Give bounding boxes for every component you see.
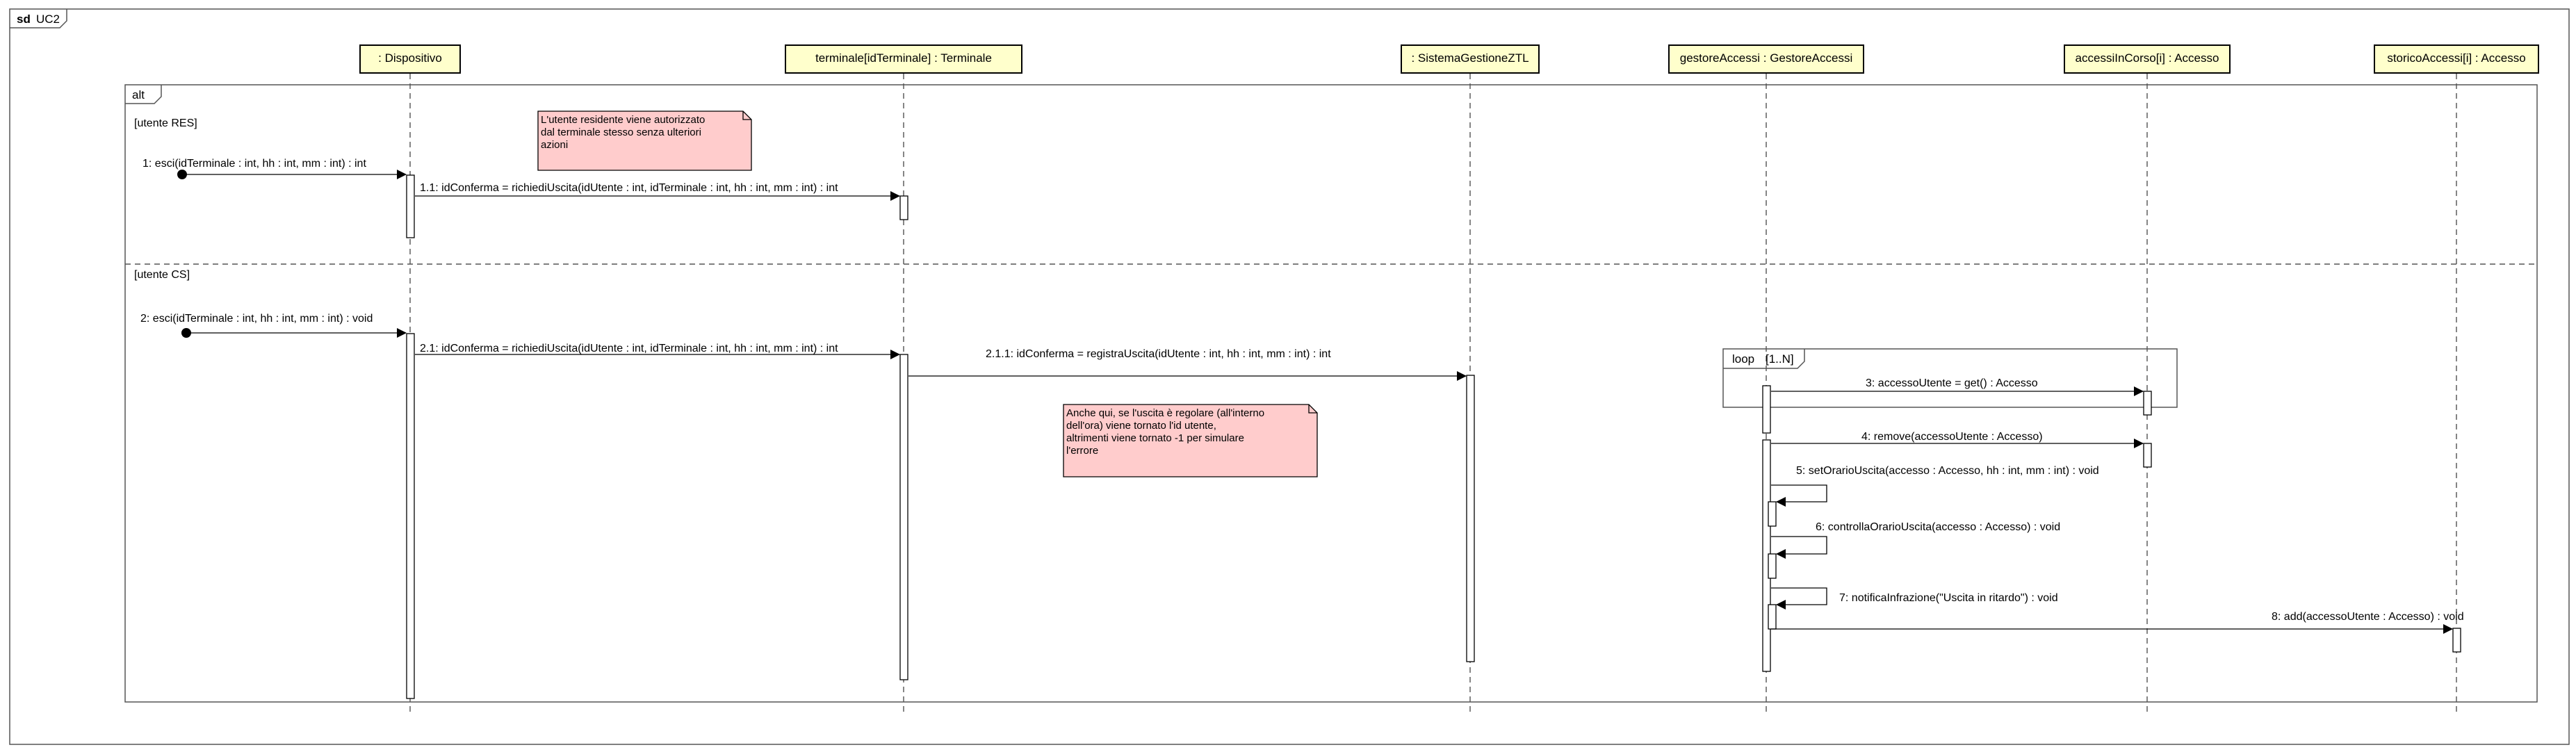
- note-uscita-line-2: dell'ora) viene tornato l'id utente,: [1066, 420, 1216, 432]
- msg-3-label: 3: accessoUtente = get() : Accesso: [1866, 377, 2038, 389]
- activation-gestore-self-5: [1768, 501, 1777, 527]
- msg-2-label: 2: esci(idTerminale : int, hh : int, mm …: [140, 313, 373, 325]
- note-uscita-line-3: altrimenti viene tornato -1 per simulare: [1066, 432, 1244, 444]
- msg-1-label: 1: esci(idTerminale : int, hh : int, mm …: [142, 158, 366, 170]
- lifeline-dispositivo-label: : Dispositivo: [378, 51, 442, 65]
- lifeline-head-storico: storicoAccessi[i] : Accesso: [2374, 44, 2539, 74]
- lifeline-storico-label: storicoAccessi[i] : Accesso: [2387, 51, 2525, 65]
- note-utente-line-3: azioni: [541, 139, 568, 151]
- lifeline-head-terminale: terminale[idTerminale] : Terminale: [785, 44, 1022, 74]
- msg-6-arrow: [1771, 536, 1827, 559]
- activation-gestore-self-6: [1768, 553, 1777, 579]
- alt-keyword: alt: [132, 88, 145, 101]
- note-uscita-line-1: Anche qui, se l'uscita è regolare (all'i…: [1066, 407, 1264, 419]
- loop-fragment: loop [1..N]: [1722, 348, 2178, 408]
- activation-storico-add: [2452, 628, 2461, 653]
- activation-incorso-get: [2143, 391, 2152, 416]
- activation-terminale-1: [899, 195, 908, 220]
- activation-ztl: [1466, 375, 1475, 662]
- msg-2-1-1-label: 2.1.1: idConferma = registraUscita(idUte…: [986, 348, 1331, 360]
- msg-1-1-label: 1.1: idConferma = richiediUscita(idUtent…: [420, 182, 838, 194]
- activation-dispositivo-1: [406, 174, 415, 238]
- note-utente-line-1: L'utente residente viene autorizzato: [541, 114, 705, 126]
- sd-keyword: sd: [17, 13, 31, 26]
- note-utente-residente: L'utente residente viene autorizzato dal…: [537, 111, 752, 171]
- msg-6-label: 6: controllaOrarioUscita(accesso : Acces…: [1816, 521, 2060, 533]
- loop-guard: [1..N]: [1766, 352, 1794, 366]
- msg-5-label: 5: setOrarioUscita(accesso : Accesso, hh…: [1796, 465, 2099, 477]
- lifeline-head-incorso: accessiInCorso[i] : Accesso: [2064, 44, 2231, 74]
- msg-4-label: 4: remove(accessoUtente : Accesso): [1861, 431, 2043, 443]
- msg-5-arrow: [1771, 484, 1827, 507]
- lifeline-head-dispositivo: : Dispositivo: [359, 44, 461, 74]
- lifeline-head-ztl: : SistemaGestioneZTL: [1401, 44, 1540, 74]
- msg-7-label: 7: notificaInfrazione("Uscita in ritardo…: [1839, 592, 2058, 604]
- note-uscita-line-4: l'errore: [1066, 445, 1098, 457]
- sd-frame: sd UC2: [9, 8, 2570, 745]
- msg-8-label: 8: add(accessoUtente : Accesso) : void: [2272, 611, 2464, 623]
- lifeline-gestore-label: gestoreAccessi : GestoreAccessi: [1680, 51, 1852, 65]
- activation-terminale-2: [899, 354, 908, 680]
- loop-keyword: loop: [1732, 352, 1754, 366]
- note-utente-line-2: dal terminale stesso senza ulteriori: [541, 126, 701, 138]
- lifeline-incorso-label: accessiInCorso[i] : Accesso: [2076, 51, 2219, 65]
- lifeline-terminale-label: terminale[idTerminale] : Terminale: [815, 51, 992, 65]
- activation-gestore-self-7: [1768, 604, 1777, 630]
- activation-gestore-loop: [1762, 385, 1771, 434]
- msg-7-arrow: [1771, 587, 1827, 610]
- activation-incorso-remove: [2143, 443, 2152, 468]
- activation-bars: [406, 174, 2461, 699]
- lifeline-head-gestore: gestoreAccessi : GestoreAccessi: [1668, 44, 1864, 74]
- activation-dispositivo-2: [406, 333, 415, 699]
- alt-guard-res: [utente RES]: [134, 117, 197, 129]
- sd-name: UC2: [36, 13, 60, 26]
- message-arrows: [182, 170, 2453, 634]
- note-uscita-regolare: Anche qui, se l'uscita è regolare (all'i…: [1063, 404, 1318, 477]
- alt-guard-cs: [utente CS]: [134, 269, 190, 281]
- lifeline-ztl-label: : SistemaGestioneZTL: [1411, 51, 1529, 65]
- msg-2-1-label: 2.1: idConferma = richiediUscita(idUtent…: [420, 343, 838, 354]
- alt-fragment: alt [utente RES] [utente CS]: [124, 84, 2538, 703]
